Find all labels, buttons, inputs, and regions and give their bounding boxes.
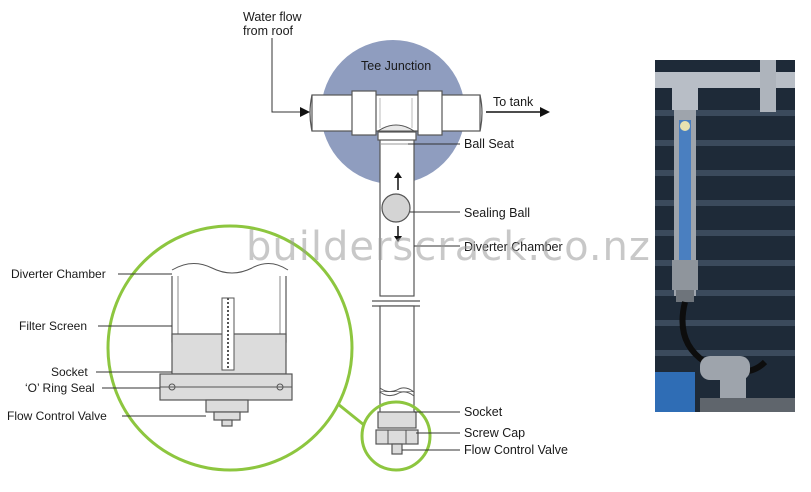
installed-photo [655, 60, 795, 412]
tee-junction-label: Tee Junction [361, 59, 431, 73]
water-flow-label-line2: from roof [243, 24, 294, 38]
socket-label: Socket [464, 405, 503, 419]
detail-filter-screen-label: Filter Screen [19, 319, 87, 333]
water-flow-label-line1: Water flow [243, 10, 303, 24]
detail-flow-control-valve-label: Flow Control Valve [7, 409, 107, 423]
detail-diverter-chamber-label: Diverter Chamber [11, 267, 106, 281]
diverter-chamber-label: Diverter Chamber [464, 240, 563, 254]
flow-control-valve-label: Flow Control Valve [464, 443, 568, 457]
watermark: builderscrack.co.nz [246, 224, 651, 270]
detail-origin-ring [360, 400, 432, 472]
horizontal-pipe [309, 90, 483, 136]
detail-o-ring-label: ‘O’ Ring Seal [25, 381, 95, 395]
sealing-ball [381, 193, 411, 223]
screw-cap-label: Screw Cap [464, 426, 525, 440]
bottom-fittings [375, 411, 419, 455]
leader-lines [96, 38, 550, 451]
detail-view [106, 224, 354, 472]
to-tank-label: To tank [493, 95, 534, 109]
detail-socket-label: Socket [51, 365, 88, 379]
flow-arrows [394, 172, 402, 242]
sealing-ball-label: Sealing Ball [464, 206, 530, 220]
ball-seat-label: Ball Seat [464, 137, 515, 151]
